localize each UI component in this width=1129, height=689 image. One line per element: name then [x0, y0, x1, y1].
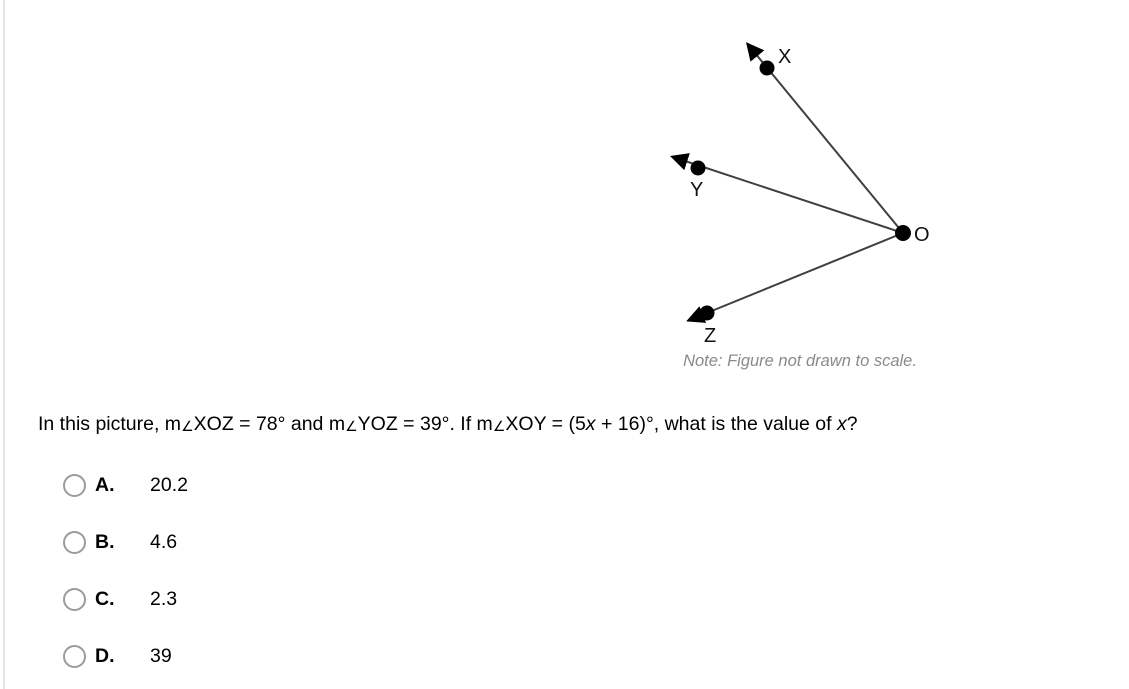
- question-segment: + 16)°, what is the value of: [595, 413, 837, 435]
- figure-label-y: Y: [690, 179, 703, 201]
- note-text: Note: Figure not drawn to scale.: [683, 352, 917, 370]
- ray-oy: [670, 153, 904, 234]
- option-row-c[interactable]: C. 2.3: [63, 587, 188, 611]
- question-segment: ?: [846, 413, 858, 435]
- answer-options: A. 20.2 B. 4.6 C. 2.3 D. 39: [63, 473, 188, 689]
- option-letter: D.: [95, 644, 115, 667]
- figure-label-o: O: [914, 224, 930, 246]
- option-value: 2.3: [150, 587, 178, 610]
- option-letter: B.: [95, 530, 115, 553]
- option-radio-d[interactable]: [63, 644, 86, 668]
- ray-ox: [745, 42, 904, 234]
- angle-symbol: ∠: [492, 417, 506, 434]
- option-radio-c[interactable]: [63, 587, 86, 611]
- option-radio-b[interactable]: [63, 530, 86, 554]
- figure-label-x: X: [778, 46, 791, 68]
- point-z: [699, 305, 715, 321]
- option-radio-a[interactable]: [63, 473, 86, 497]
- question-segment: XOZ = 78° and m: [193, 413, 346, 435]
- geometry-figure: X Y Z O: [600, 15, 1000, 345]
- point-x: [759, 60, 775, 76]
- angle-symbol: ∠: [345, 417, 358, 434]
- figure-label-z: Z: [704, 325, 716, 345]
- variable-x: x: [836, 413, 847, 435]
- point-y: [690, 160, 706, 176]
- option-value: 20.2: [150, 473, 188, 496]
- option-row-d[interactable]: D. 39: [63, 644, 188, 668]
- ray-oz: [686, 232, 904, 323]
- question-segment: XOY = (5: [505, 413, 586, 435]
- option-letter: C.: [95, 587, 115, 610]
- option-value: 39: [150, 644, 172, 667]
- option-value: 4.6: [150, 530, 178, 553]
- angle-symbol: ∠: [181, 417, 194, 434]
- question-segment: YOZ = 39°. If m: [357, 413, 493, 435]
- figure-canvas: X Y Z O: [670, 42, 930, 345]
- question-text: In this picture, m∠XOZ = 78° and m∠YOZ =…: [38, 410, 1118, 438]
- point-o: [895, 225, 911, 241]
- variable-x: x: [585, 413, 596, 435]
- option-row-b[interactable]: B. 4.6: [63, 530, 188, 554]
- left-border-divider: [3, 0, 5, 689]
- question-segment: In this picture, m: [38, 413, 182, 435]
- option-row-a[interactable]: A. 20.2: [63, 473, 188, 497]
- option-letter: A.: [95, 473, 115, 496]
